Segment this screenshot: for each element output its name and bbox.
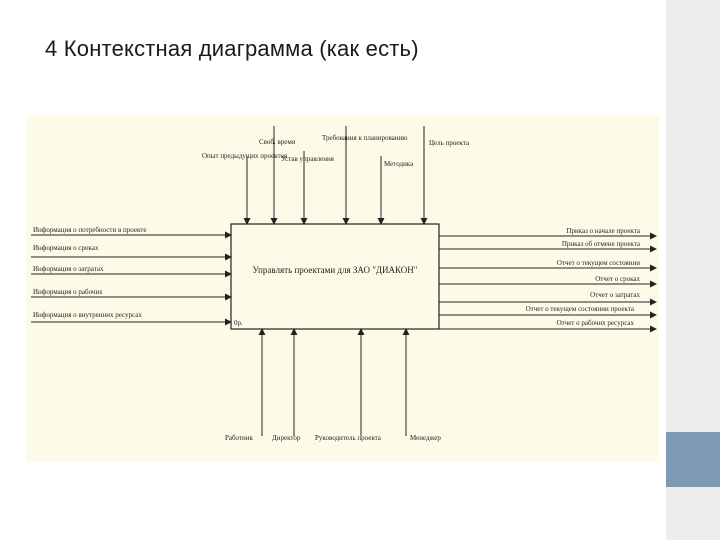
control-label: Методика (384, 160, 414, 168)
output-label: Отчет о сроках (595, 275, 640, 283)
output-label: Приказ о начале проекта (566, 227, 640, 235)
output-label: Отчет о текущем состоянии проекта (526, 305, 635, 313)
control-label: Опыт предыдущих проектов (202, 152, 288, 160)
function-box-label: Управлять проектами для ЗАО "ДИАКОН" (253, 265, 418, 275)
output-label: Приказ об отмене проекта (562, 240, 641, 248)
function-box-node-id: 0р. (234, 319, 243, 327)
control-label: Своб. время (259, 138, 296, 146)
control-label: Цель проекта (429, 139, 470, 147)
control-label: Устав управления (281, 155, 335, 163)
slide-side-accent (666, 432, 720, 487)
input-label: Информация о потребности в проекте (33, 226, 146, 234)
mechanism-label: Менеджер (410, 434, 441, 442)
control-label: Требования к планированию (322, 134, 408, 142)
diagram-canvas: Управлять проектами для ЗАО "ДИАКОН" 0р.… (31, 126, 657, 442)
function-box (230, 223, 440, 330)
mechanism-label: Работник (225, 434, 254, 442)
mechanism-label: Руководитель проекта (315, 434, 382, 442)
output-label: Отчет о рабочих ресурсах (557, 319, 635, 327)
input-label: Информация о внутренних ресурсах (33, 311, 142, 319)
idef0-context-diagram: Управлять проектами для ЗАО "ДИАКОН" 0р.… (26, 116, 659, 462)
output-label: Отчет о текущем состоянии (557, 259, 640, 267)
output-label: Отчет о затратах (590, 291, 640, 299)
slide-title: 4 Контекстная диаграмма (как есть) (45, 36, 419, 61)
mechanism-label: Директор (272, 434, 301, 442)
input-label: Информация о сроках (33, 244, 99, 252)
input-label: Информация о затратах (33, 265, 104, 273)
input-label: Информация о рабочих (33, 288, 103, 296)
